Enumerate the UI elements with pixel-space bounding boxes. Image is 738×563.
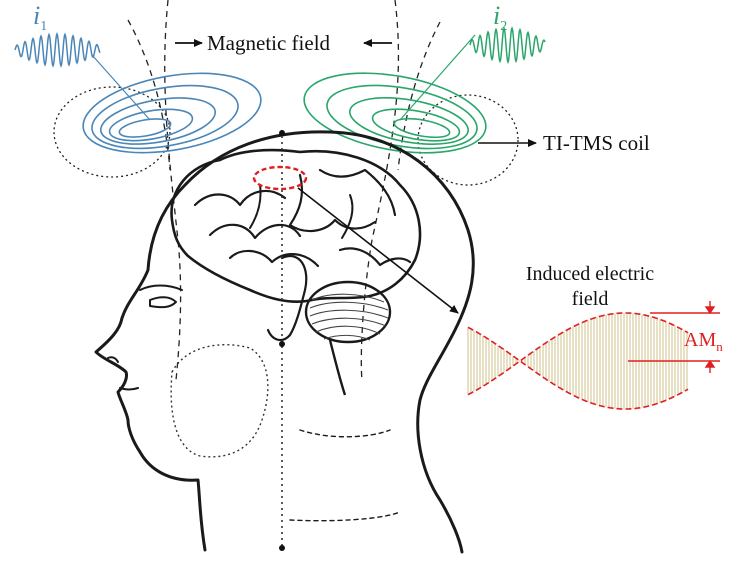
midline-dot-top [279,130,285,136]
brain-illustration [170,148,422,303]
current-1-label: i1 [33,1,47,34]
midline-dot-bottom [279,545,285,551]
human-head-profile-illustration [94,130,475,554]
coil-right [303,72,487,154]
induced-field-label-line2: field [572,288,609,310]
coil-left [82,72,262,154]
am-label: AMn [684,329,723,354]
coil-label: TI-TMS coil [543,131,650,155]
am-envelope-lower [467,360,689,410]
current-wave-i2 [399,26,546,121]
cheek-region [170,344,269,458]
midline-dot-middle [279,341,285,347]
field-loops [53,86,519,186]
current-wave-i1 [14,32,151,121]
current-2-label: i2 [493,1,507,34]
arrow-icon [297,187,459,314]
target-region [252,165,308,191]
cerebellum [304,280,392,396]
am-indicator [628,301,720,373]
magnetic-field-label: Magnetic field [207,31,331,55]
am-envelope-upper [467,312,689,362]
induced-field-label-line1: Induced electric [526,263,654,285]
